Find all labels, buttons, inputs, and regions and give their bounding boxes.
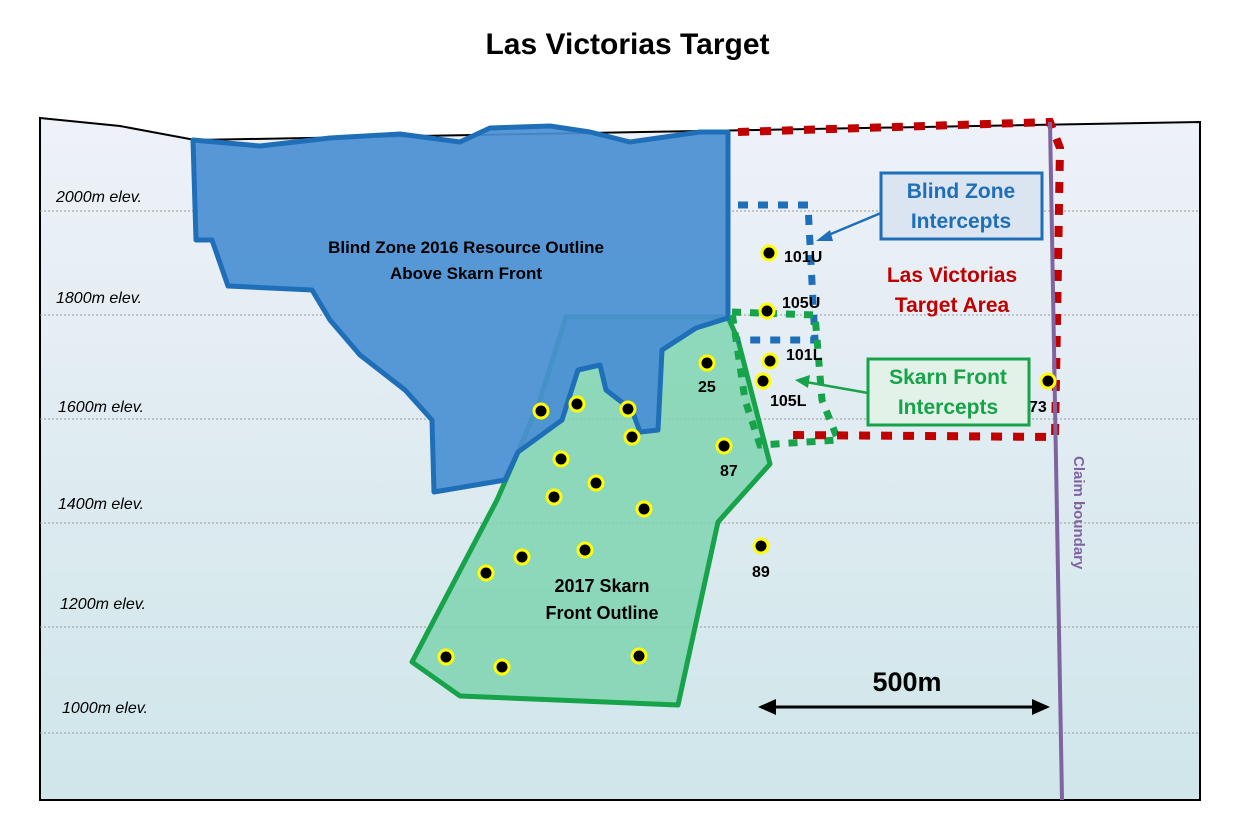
target-area-outline xyxy=(737,117,1065,442)
skarn-label-line1: 2017 Skarn xyxy=(554,576,649,596)
blind-zone-callout-arrowhead xyxy=(816,230,833,241)
drill-hole-101l xyxy=(761,352,779,370)
drill-hole xyxy=(576,541,594,559)
drill-hole xyxy=(630,647,648,665)
drill-label-101u: 101U xyxy=(784,249,822,266)
claim-boundary-label: Claim boundary xyxy=(1070,456,1087,570)
skarn-front-callout-line2: Intercepts xyxy=(898,396,998,419)
drill-hole xyxy=(619,400,637,418)
drill-hole-73 xyxy=(1039,372,1057,390)
scale-bar-label: 500m xyxy=(872,667,941,697)
skarn-front-callout-arrow xyxy=(805,380,869,395)
elevation-label-1400: 1400m elev. xyxy=(58,496,144,513)
drill-label-105l: 105L xyxy=(770,393,807,410)
drill-hole xyxy=(635,500,653,518)
elevation-label-1800: 1800m elev. xyxy=(56,290,142,307)
blind-zone-intercepts-box xyxy=(738,201,819,344)
blind-zone-callout-line1: Blind Zone xyxy=(907,180,1016,203)
drill-hole xyxy=(437,648,455,666)
drill-hole-101u xyxy=(760,244,778,262)
page-title: Las Victorias Target xyxy=(485,28,770,61)
skarn-front-callout-arrowhead xyxy=(795,375,810,388)
drill-hole-89 xyxy=(752,537,770,555)
claim-boundary-line xyxy=(1048,121,1064,801)
drill-label-105u: 105U xyxy=(782,295,820,312)
scale-bar-arrow-right xyxy=(1032,699,1050,715)
blind-zone-label-line1: Blind Zone 2016 Resource Outline xyxy=(328,238,604,257)
drill-label-73: 73 xyxy=(1029,399,1047,416)
drill-hole xyxy=(623,428,641,446)
drill-hole-25 xyxy=(698,354,716,372)
scale-bar-arrow-left xyxy=(758,699,776,715)
drill-hole xyxy=(552,450,570,468)
drill-hole-105u xyxy=(758,302,776,320)
skarn-front-callout-line1: Skarn Front xyxy=(889,366,1007,389)
skarn-label-line2: Front Outline xyxy=(546,603,659,623)
elevation-label-1200: 1200m elev. xyxy=(60,596,146,613)
drill-label-101l: 101L xyxy=(786,347,823,364)
drill-hole xyxy=(587,474,605,492)
blind-zone-callout-arrow xyxy=(825,211,882,238)
drill-label-87: 87 xyxy=(720,463,738,480)
target-area-label-line1: Las Victorias xyxy=(887,264,1017,287)
drill-hole xyxy=(545,488,563,506)
elevation-label-1600: 1600m elev. xyxy=(58,399,144,416)
elevation-label-1000: 1000m elev. xyxy=(62,700,148,717)
drill-label-89: 89 xyxy=(752,564,770,581)
drill-label-25: 25 xyxy=(698,379,716,396)
drill-hole xyxy=(513,548,531,566)
elevation-label-2000: 2000m elev. xyxy=(55,189,142,206)
blind-zone-callout-line2: Intercepts xyxy=(911,210,1011,233)
drill-hole xyxy=(568,395,586,413)
drill-hole-87 xyxy=(715,437,733,455)
blind-zone-callout-box xyxy=(879,171,1044,241)
drill-hole xyxy=(493,658,511,676)
blind-zone-label-line2: Above Skarn Front xyxy=(390,264,542,283)
target-area-label-line2: Target Area xyxy=(895,294,1010,317)
drill-hole-105l xyxy=(754,372,772,390)
drill-hole xyxy=(477,564,495,582)
drill-hole xyxy=(532,402,550,420)
drill-holes xyxy=(437,244,1057,676)
